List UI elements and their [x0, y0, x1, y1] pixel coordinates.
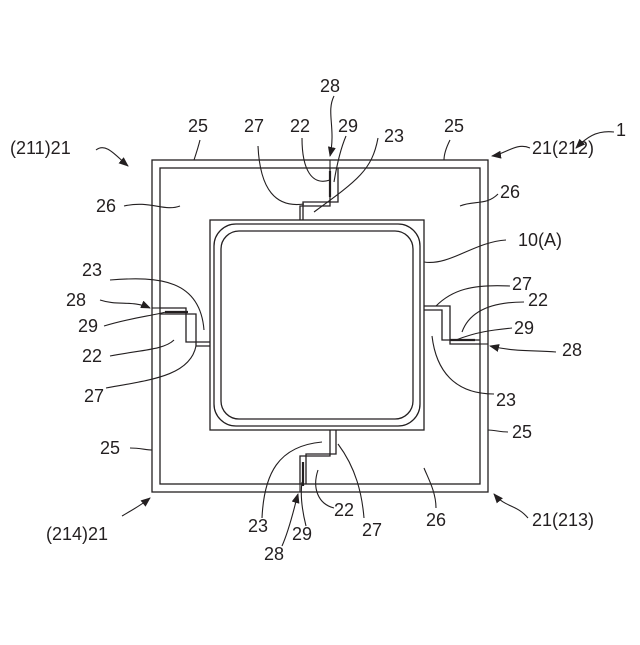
label-fig-number: 1 — [616, 120, 626, 140]
leader-28-left — [100, 300, 150, 308]
label-25-bl: 25 — [100, 438, 120, 458]
lead-bottom — [300, 430, 336, 484]
label-22-top: 22 — [290, 116, 310, 136]
lead-left — [160, 308, 210, 346]
label-25-br: 25 — [512, 422, 532, 442]
leader-23-left — [110, 279, 204, 330]
leader-213 — [494, 494, 528, 518]
label-22-left: 22 — [82, 346, 102, 366]
label-piece-213: 21(213) — [532, 510, 594, 530]
label-23-bottom: 23 — [248, 516, 268, 536]
leader-28-right — [490, 346, 556, 352]
label-29-top: 29 — [338, 116, 358, 136]
leader-26-bottom — [424, 468, 436, 508]
leader-28-top — [330, 96, 334, 156]
label-29-left: 29 — [78, 316, 98, 336]
leader-29-top — [334, 136, 346, 182]
leader-25-br — [488, 430, 508, 432]
leader-26-right — [460, 194, 498, 206]
leader-22-bottom — [316, 470, 334, 508]
leader-27-top — [258, 146, 304, 205]
chip-body-outer — [214, 224, 420, 426]
label-26-right: 26 — [500, 182, 520, 202]
label-10A: 10(A) — [518, 230, 562, 250]
label-27-top: 27 — [244, 116, 264, 136]
leader-23-top — [314, 138, 378, 212]
leader-27-left — [106, 346, 196, 388]
label-28-bottom: 28 — [264, 544, 284, 564]
label-27-bottom: 27 — [362, 520, 382, 540]
lead-top — [300, 168, 338, 220]
label-piece-212: 21(212) — [532, 138, 594, 158]
label-28-left: 28 — [66, 290, 86, 310]
leader-25-bl — [130, 448, 152, 450]
leader-29-left — [104, 312, 166, 326]
leader-211 — [96, 148, 128, 166]
label-22-right: 22 — [528, 290, 548, 310]
label-28-top: 28 — [320, 76, 340, 96]
leader-23-right — [432, 336, 494, 394]
leader-29-bottom — [301, 482, 306, 526]
leader-212 — [492, 146, 530, 156]
leader-22-left — [110, 340, 174, 356]
label-26-bottom: 26 — [426, 510, 446, 530]
label-25-tl: 25 — [188, 116, 208, 136]
leader-27-right — [436, 286, 510, 306]
outer-frame-inner-edge — [160, 168, 480, 484]
label-22-bottom: 22 — [334, 500, 354, 520]
leader-29-right — [456, 328, 512, 340]
leader-10A — [424, 240, 506, 262]
label-29-right: 29 — [514, 318, 534, 338]
leader-25-tr — [444, 140, 450, 160]
label-piece-214: (214)21 — [46, 524, 108, 544]
label-piece-211: (211)21 — [10, 138, 71, 158]
chip-body-inner — [221, 231, 413, 419]
label-23-top: 23 — [384, 126, 404, 146]
leader-214 — [122, 498, 150, 516]
label-27-left: 27 — [84, 386, 104, 406]
label-29-bottom: 29 — [292, 524, 312, 544]
label-28-right: 28 — [562, 340, 582, 360]
chip-package-outline — [210, 220, 424, 430]
leader-25-tl — [194, 140, 200, 160]
label-26-left: 26 — [96, 196, 116, 216]
label-23-left: 23 — [82, 260, 102, 280]
label-23-right: 23 — [496, 390, 516, 410]
label-25-tr: 25 — [444, 116, 464, 136]
